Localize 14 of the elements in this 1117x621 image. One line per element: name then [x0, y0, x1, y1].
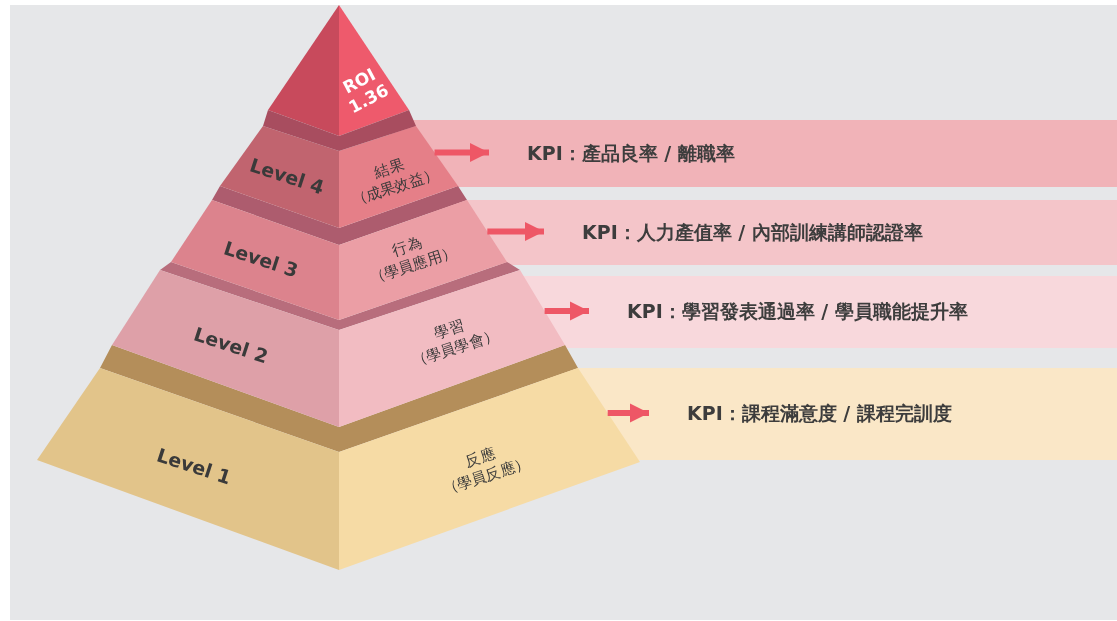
kpi-text: KPI：產品良率 / 離職率: [527, 140, 735, 166]
kpi-text: KPI：課程滿意度 / 課程完訓度: [687, 401, 952, 426]
level-label: Level 2: [191, 322, 271, 368]
level-label: Level 3: [221, 236, 301, 282]
pyramid-tier: [37, 368, 640, 570]
pyramid-tip: [263, 5, 416, 151]
kpi-text: KPI：學習發表通過率 / 學員職能提升率: [627, 299, 968, 324]
arrow: [544, 301, 589, 321]
arrow: [607, 403, 649, 423]
arrow: [487, 221, 544, 242]
arrow: [434, 142, 489, 163]
kpi-text: KPI：人力產值率 / 內部訓練講師認證率: [582, 219, 923, 245]
level-label: Level 1: [154, 443, 234, 489]
level-label: Level 4: [247, 153, 327, 199]
